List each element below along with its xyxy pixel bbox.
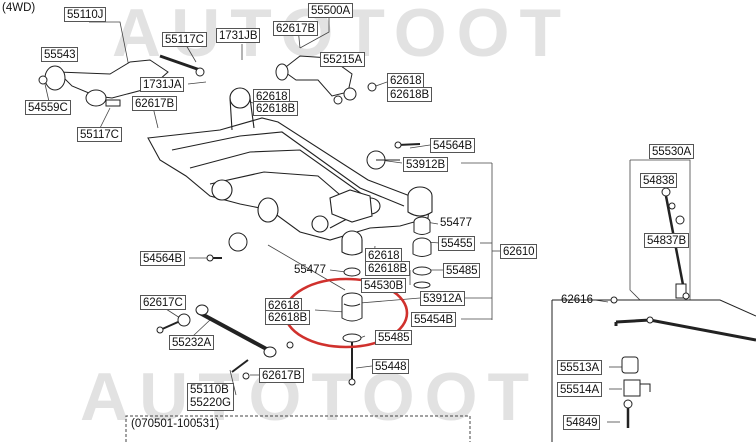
part-label-1731JB[interactable]: 1731JB: [216, 28, 261, 43]
part-label-1731JA[interactable]: 1731JA: [140, 77, 185, 92]
part-label-55455[interactable]: 55455: [438, 236, 476, 251]
part-label-53912B[interactable]: 53912B: [403, 157, 449, 172]
part-label-55454B[interactable]: 55454B: [411, 312, 457, 327]
part-label-54838[interactable]: 54838: [640, 173, 678, 188]
part-label-stack-55110B-55220G: 55110B 55220G: [187, 383, 234, 411]
part-label-55448[interactable]: 55448: [372, 359, 410, 374]
part-label-54564B-l[interactable]: 54564B: [140, 251, 186, 266]
variant-label: (4WD): [2, 2, 36, 14]
part-label-55477-r[interactable]: 55477: [440, 217, 472, 229]
part-label-62617B-b[interactable]: 62617B: [259, 368, 305, 383]
variant-box: [125, 415, 471, 442]
part-label-53912A[interactable]: 53912A: [420, 291, 466, 306]
part-label-55485-r[interactable]: 55485: [443, 263, 481, 278]
part-label-55500A[interactable]: 55500A: [308, 3, 354, 18]
watermark-bottom: AUTOTOOT: [80, 359, 540, 435]
part-label-54849[interactable]: 54849: [563, 415, 601, 430]
rear-mount-assembly: [341, 292, 363, 386]
part-label-62618B-hl[interactable]: 62618B: [265, 310, 311, 325]
part-label-55543[interactable]: 55543: [41, 47, 79, 62]
part-label-62618B-c[interactable]: 62618B: [253, 101, 299, 116]
part-label-55220G[interactable]: 55220G: [190, 397, 231, 409]
part-label-55477-l[interactable]: 55477: [294, 264, 326, 276]
part-label-55110B[interactable]: 55110B: [190, 384, 229, 396]
subframe-crossmember: [147, 87, 433, 256]
date-range-label: (070501-100531): [131, 418, 220, 430]
part-label-62617C[interactable]: 62617C: [140, 295, 186, 310]
part-label-54530B[interactable]: 54530B: [361, 278, 407, 293]
part-label-62618B-m[interactable]: 62618B: [365, 261, 411, 276]
part-label-55117C-l[interactable]: 55117C: [77, 127, 122, 142]
part-label-54564B-r[interactable]: 54564B: [430, 138, 476, 153]
part-label-62616[interactable]: 62616: [561, 294, 593, 306]
part-label-55530A[interactable]: 55530A: [649, 144, 695, 159]
part-label-62617B-top[interactable]: 62617B: [273, 21, 319, 36]
part-label-62618B-r1[interactable]: 62618B: [387, 87, 433, 102]
part-label-62618-r1[interactable]: 62618: [387, 73, 425, 88]
part-label-62610[interactable]: 62610: [500, 244, 538, 259]
stabilizer-bar: [551, 296, 756, 442]
part-label-55117C-top[interactable]: 55117C: [162, 32, 207, 47]
part-label-62617B-mid[interactable]: 62617B: [132, 96, 178, 111]
part-label-55513A[interactable]: 55513A: [557, 360, 603, 375]
part-label-55232A[interactable]: 55232A: [169, 335, 215, 350]
part-label-55485-b[interactable]: 55485: [375, 330, 413, 345]
part-label-54837B[interactable]: 54837B: [644, 233, 690, 248]
lower-lateral-link: [156, 304, 294, 380]
part-label-54559C[interactable]: 54559C: [25, 100, 71, 115]
part-label-55215A[interactable]: 55215A: [320, 52, 366, 67]
part-label-55514A[interactable]: 55514A: [557, 382, 603, 397]
part-label-55110J[interactable]: 55110J: [64, 7, 107, 22]
